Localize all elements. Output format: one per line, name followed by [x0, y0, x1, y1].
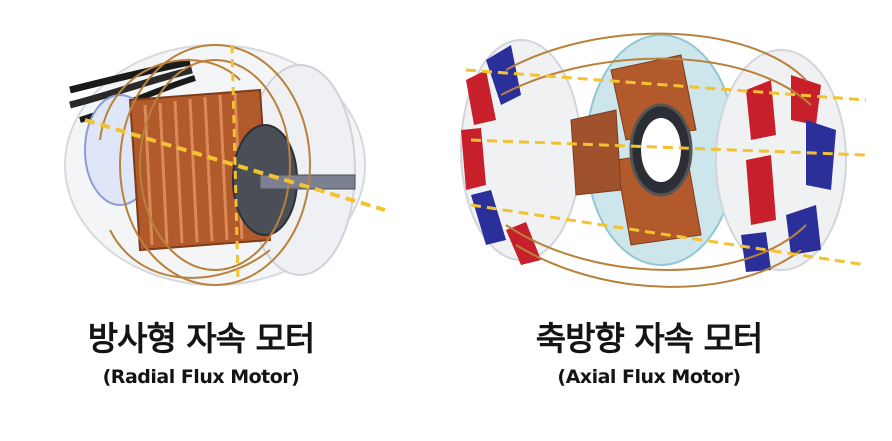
magnetic-field-lines	[99, 44, 311, 286]
magnetic-field-lines	[500, 32, 812, 288]
radial-flux-motor-illustration	[64, 44, 386, 286]
axial-flux-motor-illustration	[460, 32, 867, 288]
left-rotor-disc	[460, 39, 582, 265]
radial-motor-panel: 방사형 자속 모터 (Radial Flux Motor)	[64, 44, 386, 388]
radial-motor-title-english: (Radial Flux Motor)	[102, 366, 300, 388]
radial-motor-title-korean: 방사형 자속 모터	[87, 319, 316, 358]
axial-motor-title-english: (Axial Flux Motor)	[557, 366, 741, 388]
rotation-axis	[84, 118, 386, 212]
axial-motor-title-korean: 축방향 자속 모터	[535, 319, 764, 358]
axial-stator	[570, 34, 737, 266]
power-cable	[69, 58, 191, 94]
axial-motor-panel: 축방향 자속 모터 (Axial Flux Motor)	[446, 0, 892, 441]
right-rotor-disc	[715, 49, 847, 272]
radial-axis	[230, 44, 240, 281]
flux-axis-lines	[465, 68, 867, 267]
